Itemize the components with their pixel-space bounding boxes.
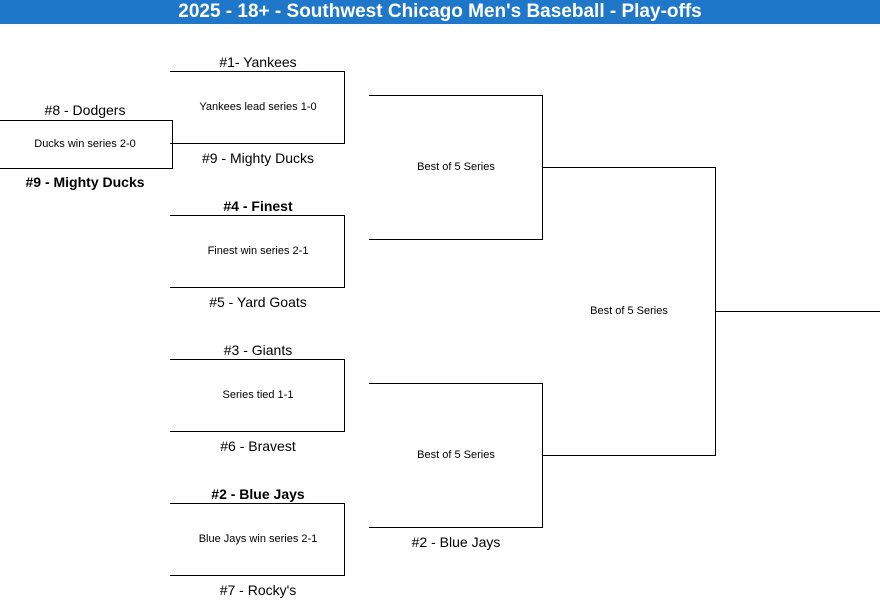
r1-m4-series-status: Blue Jays win series 2-1 — [198, 533, 318, 545]
wildcard-series-status: Ducks win series 2-0 — [34, 138, 136, 150]
r1-m3-team-bottom: #6 - Bravest — [220, 438, 296, 454]
r1-m2-team-bottom: #5 - Yard Goats — [209, 294, 307, 310]
semi-2-series-status: Best of 5 Series — [417, 449, 495, 461]
bracket-connector-r1-3 — [170, 359, 345, 432]
r1-m3-series-status: Series tied 1-1 — [222, 389, 294, 401]
r1-m4-team-top: #2 - Blue Jays — [211, 486, 305, 502]
r1-m1-series-status: Yankees lead series 1-0 — [199, 101, 317, 113]
wildcard-team-bottom: #9 - Mighty Ducks — [25, 174, 145, 190]
bracket-connector-r1-1 — [170, 71, 345, 144]
r1-m2-team-top: #4 - Finest — [223, 198, 293, 214]
r1-m2-series-status: Finest win series 2-1 — [207, 245, 309, 257]
r1-m3-team-top: #3 - Giants — [223, 342, 293, 358]
bracket-connector-wildcard — [0, 120, 173, 169]
r1-m1-team-bottom: #9 - Mighty Ducks — [201, 150, 315, 166]
semi-2-team-bottom: #2 - Blue Jays — [411, 534, 501, 550]
bracket-connector-r1-4 — [170, 503, 345, 576]
r1-m4-team-bottom: #7 - Rocky's — [219, 582, 297, 598]
final-series-status: Best of 5 Series — [590, 305, 668, 317]
r1-m1-team-top: #1- Yankees — [219, 54, 297, 70]
semi-1-series-status: Best of 5 Series — [417, 161, 495, 173]
page-title: 2025 - 18+ - Southwest Chicago Men's Bas… — [0, 0, 880, 24]
bracket-connector-r1-2 — [170, 215, 345, 288]
wildcard-team-top: #8 - Dodgers — [44, 102, 126, 118]
